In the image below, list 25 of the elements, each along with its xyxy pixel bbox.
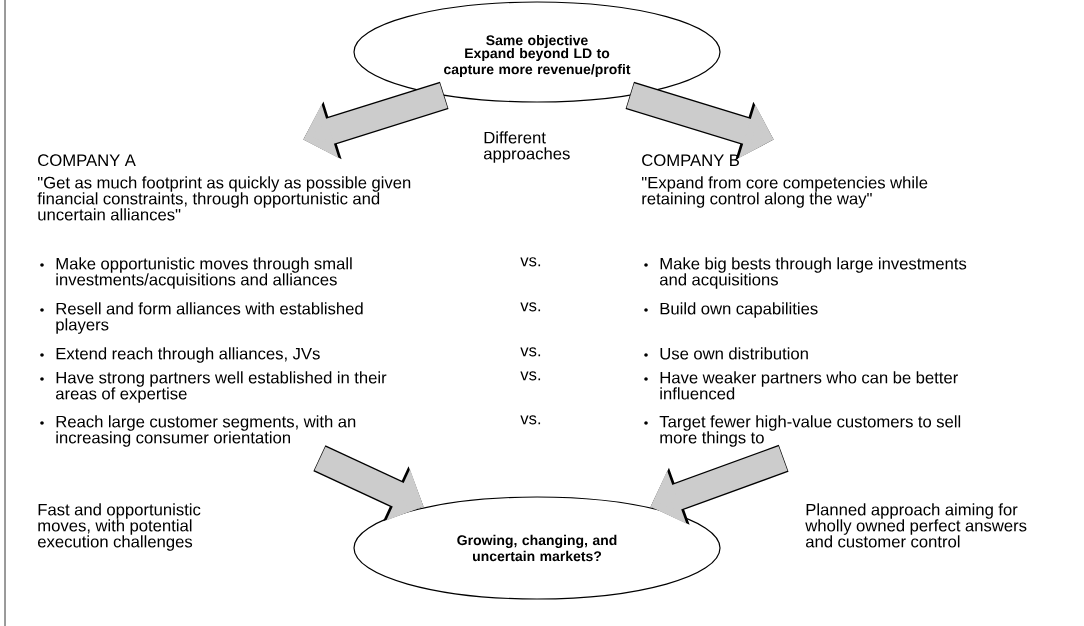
- vs-label: vs.: [520, 415, 541, 425]
- bullet-item: Use own distribution: [644, 347, 808, 360]
- ellipse-text: Expand beyond LD to capture more revenue/profit: [444, 48, 631, 78]
- company-heading: COMPANY B: [642, 154, 739, 167]
- bullet-item: Target fewer high-value customers to sell more things to: [644, 415, 961, 447]
- bullet-item: Build own capabilities: [644, 302, 818, 318]
- vs-label: vs.: [520, 347, 541, 357]
- ellipse-text: Same objective: [486, 35, 588, 49]
- approaches-label: Different approaches: [484, 131, 570, 163]
- bullet-item: Resell and form alliances with established players: [40, 302, 363, 334]
- bullet-item: Have strong partners well established in their areas of expertise: [40, 371, 387, 403]
- bullet-item: Reach large customer segments, with an increasing consumer orientation: [40, 415, 356, 447]
- bullet-item: Have weaker partners who can be better influenced: [644, 371, 958, 400]
- quote-text: "Expand from core competencies while retaining control along the way": [642, 176, 928, 208]
- vs-label: vs.: [520, 302, 541, 312]
- company-heading: COMPANY A: [38, 154, 136, 167]
- vs-label: vs.: [520, 257, 541, 267]
- bullet-item: Extend reach through alliances, JVs: [40, 347, 320, 363]
- bullet-item: Make big bests through large investments and acquisitions: [644, 257, 967, 289]
- vs-label: vs.: [520, 371, 541, 381]
- quote-text: "Get as much footprint as quickly as possible given financial constraints, through opportunistic and uncertain alliances": [37, 176, 411, 221]
- note-text: Fast and opportunistic moves, with potential execution challenges: [38, 503, 201, 551]
- note-text: Planned approach aiming for wholly owned perfect answers and customer control: [805, 503, 1027, 548]
- bullet-item: Make opportunistic moves through small investments/acquisitions and alliances: [40, 257, 352, 289]
- ellipse-text: Growing, changing, and uncertain markets?: [457, 534, 617, 562]
